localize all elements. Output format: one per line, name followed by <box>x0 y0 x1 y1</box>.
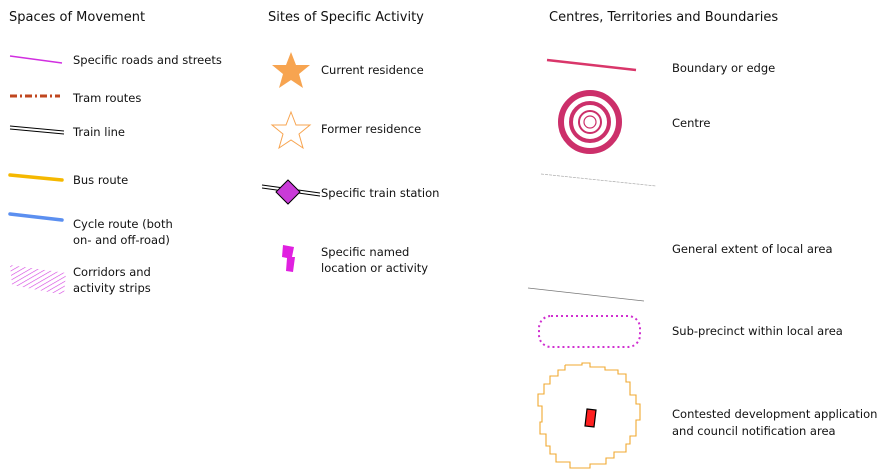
legend-label-cycle-route-line1: Cycle route (both <box>73 217 173 231</box>
notification-area-icon <box>530 362 650 470</box>
legend-label-named-location-line2: location or activity <box>321 261 429 275</box>
legend-label-centre: Centre <box>672 116 711 130</box>
legend-label-current-residence: Current residence <box>321 63 424 77</box>
legend-label-former-residence: Former residence <box>321 122 422 136</box>
legend-label-contested-dev-line1: Contested development application <box>672 407 878 421</box>
magenta-block-icon <box>281 244 299 274</box>
legend-label-sub-precinct: Sub-precinct within local area <box>672 324 843 338</box>
outline-star-icon <box>270 110 312 150</box>
dash-dot-line-icon <box>10 91 62 101</box>
concentric-circles-icon <box>557 89 623 155</box>
legend-label-train-station: Specific train station <box>321 186 440 200</box>
filled-star-icon <box>270 50 312 90</box>
thick-yellow-line-icon <box>8 172 64 184</box>
faint-diagonal-line-icon <box>540 172 660 192</box>
diamond-station-icon <box>261 178 321 208</box>
legend-label-contested-dev-line2: and council notification area <box>672 424 836 438</box>
dotted-rounded-rect-icon <box>537 314 643 350</box>
legend-label-roads-streets: Specific roads and streets <box>73 53 222 67</box>
faint-diagonal-line-icon <box>527 286 647 306</box>
legend-label-general-extent: General extent of local area <box>672 242 833 256</box>
heading-sites-of-specific-activity: Sites of Specific Activity <box>268 10 424 25</box>
boundary-line-icon <box>546 58 638 74</box>
hatched-strip-icon <box>8 263 68 299</box>
legend-label-train-line: Train line <box>73 125 126 139</box>
heading-spaces-of-movement: Spaces of Movement <box>9 10 146 25</box>
legend-label-bus-route: Bus route <box>73 173 129 187</box>
double-line-icon <box>9 123 66 137</box>
legend-label-tram-routes: Tram routes <box>73 91 142 105</box>
heading-centres-territories-boundaries: Centres, Territories and Boundaries <box>549 10 779 25</box>
thick-blue-line-icon <box>8 211 64 225</box>
legend-label-named-location-line1: Specific named <box>321 245 410 259</box>
magenta-line-icon <box>8 54 64 66</box>
legend-label-corridors-line2: activity strips <box>73 281 151 295</box>
legend-label-corridors-line1: Corridors and <box>73 265 151 279</box>
legend-label-boundary: Boundary or edge <box>672 61 776 75</box>
legend-label-cycle-route-line2: on- and off-road) <box>73 233 170 247</box>
